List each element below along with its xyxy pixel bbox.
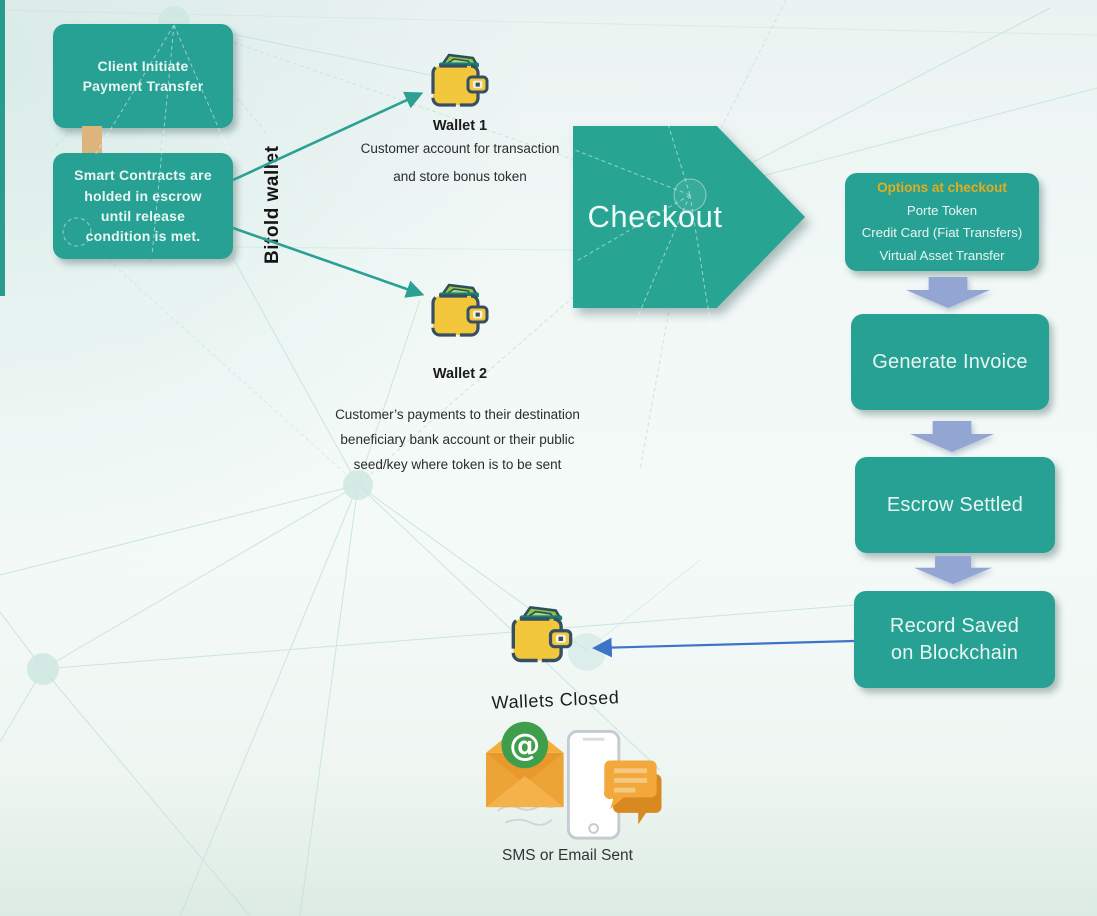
flow-arrow-down-1 — [906, 277, 990, 308]
node-client-initiate-label: Client Initiate Payment Transfer — [82, 57, 204, 94]
node-record-saved: Record Saved on Blockchain — [854, 591, 1055, 688]
flow-arrow-down-2 — [910, 421, 994, 452]
node-checkout-label: Checkout — [587, 199, 723, 234]
sms-email-sent-label: SMS or Email Sent — [502, 847, 633, 864]
option-credit-card: Credit Card (Fiat Transfers) — [861, 225, 1023, 241]
node-smart-contracts-label: Smart Contracts are holded in escrow unt… — [74, 167, 212, 245]
edge-accent-bar — [0, 0, 5, 296]
connector-initiate-to-escrow — [82, 126, 102, 156]
wallet2-title: Wallet 2 — [432, 366, 488, 382]
svg-text:@: @ — [509, 728, 540, 764]
option-virtual-asset: Virtual Asset Transfer — [879, 247, 1005, 263]
wallet2-desc: Customer’s payments to their destination… — [335, 407, 580, 472]
flow-arrow-down-3 — [914, 556, 992, 584]
node-escrow-settled-label: Escrow Settled — [886, 493, 1024, 516]
node-options-at-checkout: Options at checkout Porte Token Credit C… — [845, 173, 1039, 271]
sms-email-icon: @ — [485, 721, 662, 840]
node-generate-invoice: Generate Invoice — [851, 314, 1049, 410]
wallet2-icon — [428, 282, 492, 340]
email-envelope-icon: @ — [485, 721, 564, 808]
wallets-closed-label: Wallets Closed — [491, 687, 620, 713]
wallet1-title: Wallet 1 — [432, 118, 488, 134]
option-porte-token: Porte Token — [906, 202, 978, 218]
node-escrow-settled: Escrow Settled — [855, 457, 1055, 553]
wallet3-icon — [508, 604, 576, 666]
node-checkout: Checkout — [573, 126, 805, 308]
node-client-initiate: Client Initiate Payment Transfer — [53, 24, 233, 128]
node-record-saved-label: Record Saved on Blockchain — [889, 614, 1020, 664]
chat-bubbles-icon — [604, 760, 662, 825]
node-smart-contracts: Smart Contracts are holded in escrow unt… — [53, 153, 233, 259]
options-title: Options at checkout — [877, 179, 1007, 195]
bifold-wallet-label: Bifold wallet — [262, 145, 283, 265]
wallet1-desc-line1: Customer account for transaction — [360, 141, 560, 156]
arrow-record-to-wallets-closed — [592, 637, 855, 658]
wallet1-desc-line2: and store bonus token — [393, 169, 527, 184]
wallet1-icon — [428, 52, 492, 110]
node-generate-invoice-label: Generate Invoice — [872, 350, 1028, 373]
